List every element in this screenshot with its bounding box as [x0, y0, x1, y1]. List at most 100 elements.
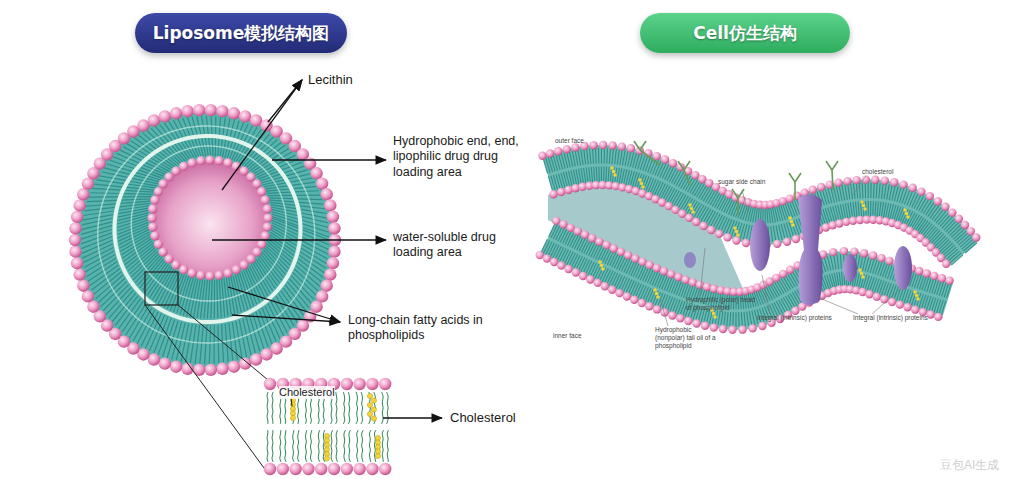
tail-line: [125, 190, 153, 192]
phospholipid-head: [667, 270, 675, 278]
phospholipid-head: [911, 305, 919, 313]
cholesterol-bead: [375, 453, 380, 458]
tail-line: [643, 287, 649, 300]
tail-line: [200, 325, 203, 364]
lecithin-head: [239, 357, 251, 369]
tail-line: [593, 245, 599, 258]
tail-line: [572, 151, 575, 166]
tail-line: [615, 149, 617, 164]
tail-line: [951, 255, 963, 265]
lecithin-head: [148, 114, 160, 126]
tail-line: [543, 240, 549, 253]
tail-line: [752, 311, 755, 325]
tail-line: [621, 258, 627, 271]
cholesterol-bead: [791, 223, 795, 227]
lecithin-head: [73, 199, 85, 211]
tail-line: [827, 256, 831, 270]
lecithin-head: [260, 348, 272, 360]
cholesterol-bead: [712, 312, 716, 316]
tail-line: [773, 226, 775, 241]
cholesterol-bead: [690, 207, 694, 211]
tail-line: [872, 278, 877, 292]
tail-line: [868, 201, 869, 217]
lecithin-head: [73, 268, 85, 280]
tail-line: [753, 207, 756, 222]
phospholipid-head: [646, 261, 654, 269]
tail-line: [587, 149, 589, 164]
tail-line: [574, 255, 580, 268]
cholesterol-bead: [916, 297, 920, 301]
tail-line: [875, 201, 876, 216]
tail-line: [839, 272, 841, 286]
tail-line: [578, 169, 581, 184]
phospholipid-head: [610, 244, 618, 252]
tail-line: [565, 232, 571, 245]
cholesterol-bead: [903, 208, 907, 212]
tail-line: [197, 116, 201, 134]
cholesterol-bead: [913, 290, 917, 294]
tail-line: [640, 286, 646, 299]
part-label: Hydrophilic (polar) head of phospholipid: [686, 296, 758, 312]
zoom-box: [145, 272, 178, 305]
tail-line: [271, 301, 288, 332]
tail-line: [718, 311, 720, 325]
tail-line: [186, 324, 193, 362]
cholesterol-bead: [861, 275, 865, 279]
tail-line: [681, 283, 686, 297]
cholesterol-bead: [906, 215, 910, 219]
tail-line: [616, 275, 622, 288]
tail-line: [645, 288, 651, 301]
tail-line: [837, 272, 839, 286]
tail-line: [608, 167, 609, 182]
tail-line: [122, 199, 151, 200]
phospholipid-head: [942, 260, 950, 268]
tail-line: [787, 203, 792, 218]
phospholipid-head: [546, 149, 554, 157]
tail-line: [638, 266, 644, 279]
tail-line: [669, 279, 674, 292]
title-text: Liposome模拟结构图: [153, 22, 330, 45]
tail-line: [674, 280, 679, 294]
tail-line: [589, 167, 591, 182]
tail-line: [280, 430, 281, 462]
tail-line: [840, 254, 841, 268]
cholesterol-bead: [862, 204, 866, 208]
tail-line: [626, 280, 632, 293]
tail-line: [382, 392, 384, 424]
tail-line: [598, 167, 599, 182]
tail-line: [858, 202, 859, 217]
lecithin-head: [147, 213, 156, 222]
phospholipid-head: [834, 178, 842, 186]
tail-line: [94, 184, 122, 187]
tail-line: [257, 134, 270, 148]
tail-line: [647, 270, 653, 283]
lecithin-head: [159, 357, 171, 369]
tail-line: [723, 218, 729, 232]
phospholipid-head: [660, 267, 668, 275]
tail-line: [671, 280, 676, 294]
tail-line: [790, 202, 796, 216]
lecithin-head: [171, 166, 180, 175]
tail-line: [842, 272, 843, 286]
tail-line: [912, 193, 919, 207]
tail-line: [348, 392, 350, 424]
tail-line: [853, 183, 855, 198]
phospholipid-head: [588, 234, 596, 242]
tail-line: [732, 221, 737, 236]
tail-line: [636, 265, 642, 278]
tail-line: [881, 183, 883, 198]
part-label: water-soluble drug loading area: [393, 230, 511, 261]
tail-line: [282, 162, 302, 170]
sheet-body: [540, 221, 954, 330]
tail-line: [267, 430, 268, 462]
part-label: cholesterol: [862, 168, 893, 176]
lecithin-head: [71, 257, 83, 269]
tail-line: [842, 185, 845, 200]
tail-line: [92, 188, 120, 190]
tail-line: [670, 298, 675, 312]
tail-line: [716, 215, 723, 229]
tail-line: [643, 176, 649, 190]
lecithin-head: [263, 213, 272, 222]
phospholipid-head: [599, 141, 607, 149]
phospholipid-head: [581, 231, 589, 239]
